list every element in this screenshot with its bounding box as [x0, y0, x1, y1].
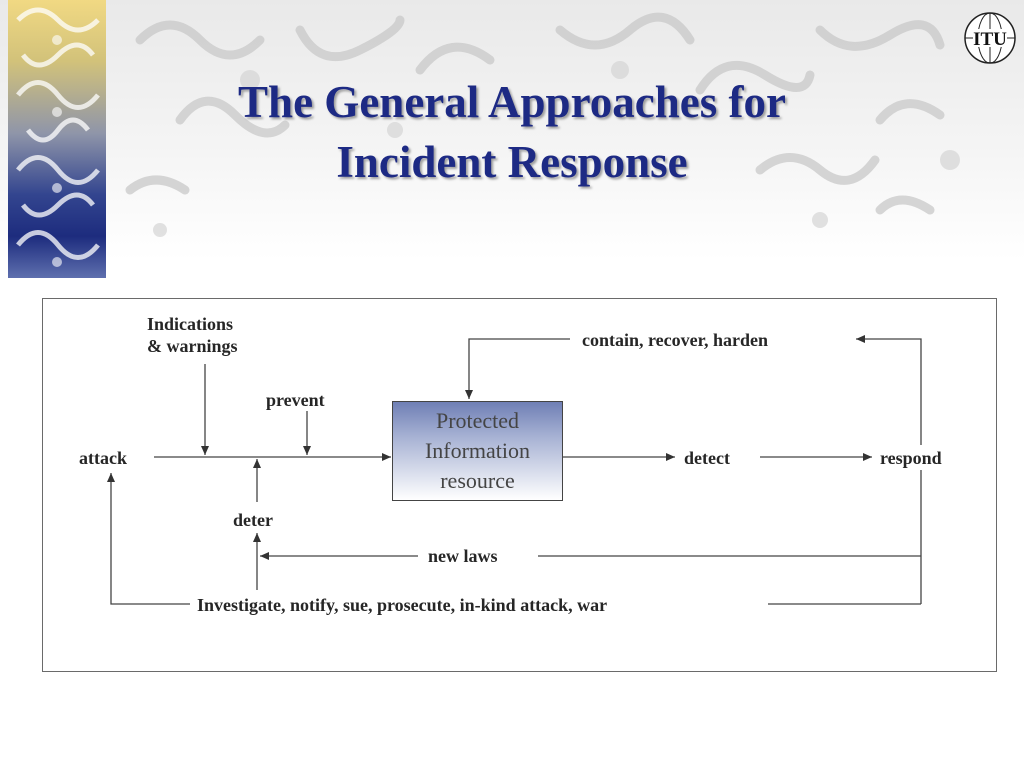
itu-logo: ITU — [964, 12, 1016, 64]
prevent-label: prevent — [266, 389, 325, 411]
arrow-respond-to-contain — [856, 335, 922, 445]
arrow-investigate-to-attack — [107, 473, 190, 605]
resource-line-3: resource — [440, 468, 515, 493]
header-background — [0, 0, 1024, 260]
side-ornament-pattern — [16, 7, 100, 267]
title-line-1: The General Approaches for — [238, 77, 786, 127]
attack-label: attack — [79, 447, 127, 469]
title-line-2: Incident Response — [336, 137, 688, 187]
indications-label: Indications & warnings — [147, 313, 238, 357]
side-ornament — [8, 0, 106, 278]
ornament-pattern — [125, 12, 960, 237]
protected-resource-box: Protected Information resource — [392, 401, 563, 501]
resource-line-1: Protected — [435, 408, 520, 433]
resource-line-2: Information — [424, 438, 531, 463]
indications-line-2: & warnings — [147, 336, 238, 356]
investigate-label: Investigate, notify, sue, prosecute, in-… — [197, 594, 608, 616]
respond-label: respond — [880, 447, 942, 469]
arrow-contain-to-resource — [465, 338, 570, 399]
page-title: The General Approaches for Incident Resp… — [0, 72, 1024, 192]
logo-text: ITU — [973, 29, 1007, 50]
detect-label: detect — [684, 447, 730, 469]
new-laws-label: new laws — [428, 545, 498, 567]
diagram-frame — [42, 298, 997, 672]
deter-label: deter — [233, 509, 273, 531]
indications-line-1: Indications — [147, 314, 234, 334]
contain-label: contain, recover, harden — [582, 329, 768, 351]
